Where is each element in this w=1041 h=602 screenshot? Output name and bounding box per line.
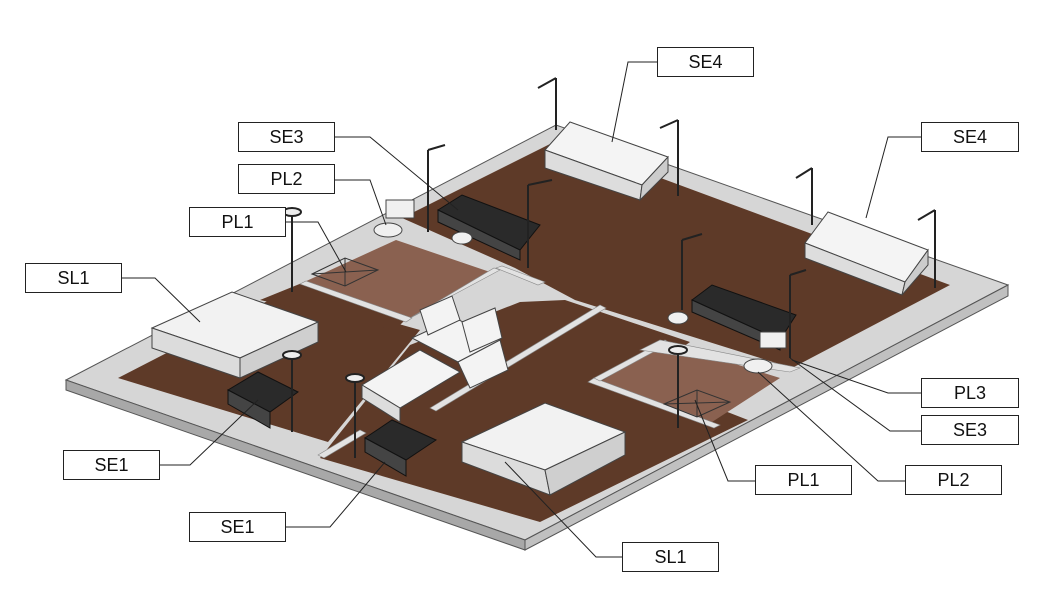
- label-sl1-left: SL1: [25, 263, 122, 293]
- bath-fixtures: [373, 199, 787, 374]
- leader-lines: [122, 61, 921, 558]
- label-se3-right: SE3: [921, 415, 1019, 445]
- label-pl1-bottom: PL1: [755, 465, 852, 495]
- label-pl2-left: PL2: [238, 164, 335, 194]
- shower-drains: [310, 257, 732, 418]
- dark-seating: [226, 194, 797, 477]
- label-se1-bottom: SE1: [189, 512, 286, 542]
- sofa-right: [804, 211, 929, 296]
- floor-lamps: [282, 77, 936, 458]
- bed-center: [460, 402, 627, 496]
- sofa-back: [544, 121, 669, 202]
- label-se1-left: SE1: [63, 450, 160, 480]
- label-sl1-bottom: SL1: [622, 542, 719, 572]
- label-se4-right: SE4: [921, 122, 1019, 152]
- bed-left: [150, 291, 320, 379]
- tv-cabinets: [410, 295, 509, 389]
- sofa-center: [361, 349, 462, 423]
- label-se4-top: SE4: [657, 47, 754, 77]
- label-se3-left: SE3: [238, 122, 335, 152]
- label-pl2-right: PL2: [905, 465, 1002, 495]
- label-pl1-left: PL1: [189, 207, 286, 237]
- label-pl3-right: PL3: [921, 378, 1019, 408]
